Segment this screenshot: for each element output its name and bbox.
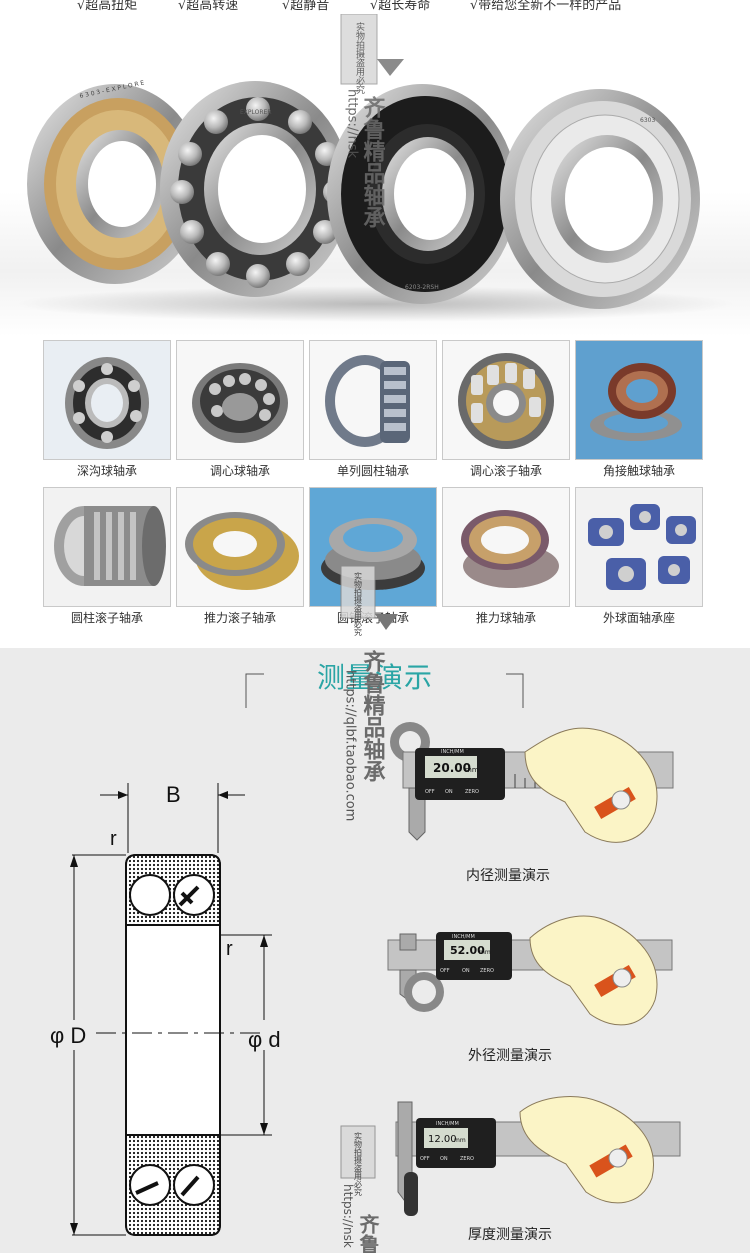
product-cylindrical-single[interactable] <box>309 340 437 460</box>
caliper-off: OFF <box>440 968 450 974</box>
caliper-reading: 12.00 <box>428 1134 457 1145</box>
dim-B: B <box>166 782 181 807</box>
caliper-inch-mm: INCH/MM <box>452 934 475 940</box>
caliper-on: ON <box>445 789 453 795</box>
caliper-reading: 52.00 <box>450 944 485 957</box>
feature-torque: √超高扭矩 <box>77 0 138 13</box>
hero-bearing-1: 6 3 0 3 - E X P L O R E <box>27 79 203 284</box>
hero-bearing-3: 6203-2RSH <box>327 84 517 304</box>
bearing-section-diagram: B r φ D r φ d <box>50 782 281 1236</box>
caliper-demo-thickness: 12.00 mm INCH/MM OFF ON ZERO <box>395 1096 681 1216</box>
dim-r-top: r <box>110 828 117 850</box>
hero-bearing-3-text: 6203-2RSH <box>405 284 439 291</box>
hero-watermark-brand: 齐鲁精品轴承 <box>360 95 387 228</box>
product-label: 深沟球轴承 <box>76 464 137 478</box>
product-image <box>177 488 303 606</box>
product-label: 调心滚子轴承 <box>469 464 542 478</box>
caliper-reading: 20.00 <box>433 761 471 775</box>
hero-bearings-image: 6 3 0 3 - E X P L O R E EXPLORER 6203-2R… <box>15 13 735 322</box>
product-image <box>44 488 170 606</box>
hero-watermark: 实物拍摄盗用必究 https://nsk 齐鲁精品轴承 <box>340 13 404 228</box>
feature-silent: √超静音 <box>282 0 330 13</box>
product-image <box>177 341 303 459</box>
caliper-on: ON <box>462 968 470 974</box>
caliper-demo-outer: 52.00 mm INCH/MM OFF ON ZERO <box>387 915 673 1026</box>
product-label: 推力球轴承 <box>475 611 536 625</box>
product-pillow-block[interactable] <box>575 487 703 607</box>
product-angular-contact[interactable] <box>575 340 703 460</box>
caliper-off: OFF <box>420 1156 430 1162</box>
caliper-zero: ZERO <box>480 968 494 974</box>
caliper-unit: mm <box>454 1137 466 1144</box>
product-label: 圆柱滚子轴承 <box>70 611 143 625</box>
product-image <box>44 341 170 459</box>
product-image <box>443 341 569 459</box>
measure-watermark-url2: https://nsk <box>341 1184 355 1248</box>
product-image <box>576 341 702 459</box>
caliper-on: ON <box>440 1156 448 1162</box>
caliper-zero: ZERO <box>460 1156 474 1162</box>
feature-strip: √超高扭矩 √超高转速 √超静音 √超长寿命 √带给您全新不一样的产品 <box>0 0 750 14</box>
measure-watermark-1: https://qlbf.taobao.com 齐鲁精品轴承 <box>343 649 387 821</box>
product-label: 单列圆柱轴承 <box>336 464 409 478</box>
product-label: 角接触球轴承 <box>602 464 675 478</box>
product-image <box>443 488 569 606</box>
caption-thickness: 厚度测量演示 <box>468 1227 552 1243</box>
product-grid: 深沟球轴承 调心球轴承 单列圆柱轴承 调心滚子轴承 <box>0 336 750 648</box>
measurement-title: 测量演示 <box>316 661 433 694</box>
hero-watermark-url: https://nsk <box>345 89 360 159</box>
grid-watermark-stamp: 实物拍摄盗用必究 <box>354 571 363 637</box>
hero-banner: 6 3 0 3 - E X P L O R E EXPLORER 6203-2R… <box>0 13 750 336</box>
measure-watermark-brand: 齐鲁精品轴承 <box>360 649 387 782</box>
caliper-off: OFF <box>425 789 435 795</box>
product-label: 外球面轴承座 <box>602 611 675 625</box>
hero-watermark-stamp: 实物拍摄盗用必究 <box>354 21 365 95</box>
product-label: 调心球轴承 <box>209 464 270 478</box>
measure-watermark-stamp: 实物拍摄盗用必究 <box>354 1131 363 1197</box>
hero-bearing-2: EXPLORER <box>160 81 350 297</box>
dim-D: φ D <box>50 1023 86 1048</box>
caliper-inch-mm: INCH/MM <box>441 749 464 755</box>
caption-outer: 外径测量演示 <box>468 1048 552 1064</box>
product-deep-groove-ball[interactable] <box>43 340 171 460</box>
caliper-demo-inner: 20.00 mm INCH/MM OFF ON ZERO <box>390 722 674 843</box>
measure-watermark-url: https://qlbf.taobao.com <box>343 670 358 821</box>
product-cylindrical-roller[interactable] <box>43 487 171 607</box>
grid-watermark: 实物拍摄盗用必究 <box>340 566 398 637</box>
dim-r-mid: r <box>226 938 233 960</box>
hero-bearing-4-text: 6303 <box>640 117 655 124</box>
product-thrust-roller[interactable] <box>176 487 304 607</box>
caliper-inch-mm: INCH/MM <box>436 1121 459 1127</box>
feature-life: √超长寿命 <box>370 0 431 13</box>
hero-bearing-4: 6303 <box>500 89 700 309</box>
dim-d: φ d <box>248 1027 281 1052</box>
caption-inner: 内径测量演示 <box>466 868 550 884</box>
feature-speed: √超高转速 <box>178 0 239 13</box>
caliper-unit: mm <box>465 766 479 774</box>
product-label: 推力滚子轴承 <box>203 611 276 625</box>
caliper-zero: ZERO <box>465 789 479 795</box>
product-spherical-roller[interactable] <box>442 340 570 460</box>
title-bracket <box>245 673 524 708</box>
product-self-aligning-ball[interactable] <box>176 340 304 460</box>
measure-watermark-brand2: 齐鲁 <box>356 1213 380 1253</box>
measure-watermark-2: 实物拍摄盗用必究 https://nsk 齐鲁 <box>340 1125 380 1253</box>
product-image <box>576 488 702 606</box>
feature-new: √带给您全新不一样的产品 <box>470 0 622 13</box>
product-thrust-ball[interactable] <box>442 487 570 607</box>
caliper-unit: mm <box>479 949 491 956</box>
hero-bearing-2-text: EXPLORER <box>240 109 272 116</box>
product-image <box>310 341 436 459</box>
